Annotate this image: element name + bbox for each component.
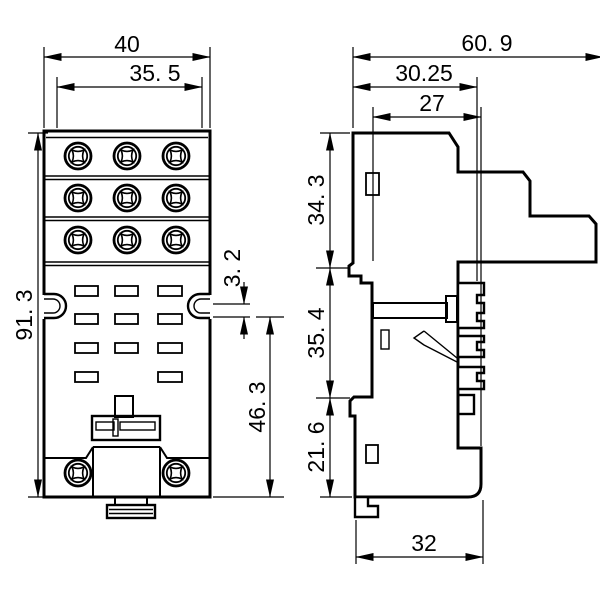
vent-slot xyxy=(157,285,183,297)
vent-slot xyxy=(74,313,99,325)
vent-slot xyxy=(157,313,183,325)
bottom-shelf-left xyxy=(44,446,94,459)
screw-terminal xyxy=(161,183,191,213)
vent-slot xyxy=(157,371,183,383)
connector-contact-1 xyxy=(456,281,486,330)
screw-terminal xyxy=(161,458,191,488)
terminal-row-separator xyxy=(45,261,209,267)
dim-label-middle-height: 35. 4 xyxy=(303,307,329,358)
screw-terminal xyxy=(63,183,93,213)
side-dimensions: 60. 9 30.25 27 34. 3 35. 4 21. 6 32 xyxy=(303,30,600,564)
vent-slot xyxy=(74,371,99,383)
dim-label-terminal-width: 35. 5 xyxy=(129,60,180,86)
vent-slot xyxy=(157,342,183,354)
inner-slot xyxy=(380,329,390,350)
din-notch-left-inner xyxy=(44,298,61,314)
dim-label-lower-section: 46. 3 xyxy=(244,381,270,432)
front-dimensions: 40 35. 5 91. 3 3. 2 46. 3 xyxy=(11,31,284,498)
side-view xyxy=(347,131,598,519)
clip-center-bar xyxy=(112,418,119,437)
din-notch-right-inner xyxy=(193,298,210,314)
mount-tab-lines xyxy=(109,508,153,515)
screw-terminal xyxy=(161,141,191,171)
screw-terminal xyxy=(112,225,142,255)
dim-label-lower-height: 21. 6 xyxy=(303,421,329,472)
dim-label-overall-depth: 60. 9 xyxy=(461,30,512,56)
connector-contact-4 xyxy=(456,393,476,416)
dim-label-mount-notch: 3. 2 xyxy=(219,249,245,287)
connector-contact-2 xyxy=(456,334,486,359)
din-notch-left xyxy=(44,292,68,320)
dim-label-overall-height: 91. 3 xyxy=(11,289,37,340)
terminal-row-separator xyxy=(45,175,209,181)
vent-slot xyxy=(74,342,99,354)
dim-label-upper-height: 34. 3 xyxy=(303,174,329,225)
screw-terminal xyxy=(112,141,142,171)
vent-slot xyxy=(114,342,139,354)
clip-body xyxy=(90,414,162,442)
dim-label-base-depth: 32 xyxy=(411,530,437,556)
side-profile-outline xyxy=(347,131,598,499)
screw-terminal xyxy=(63,225,93,255)
dim-label-overall-width: 40 xyxy=(114,31,140,57)
notch-gap-left xyxy=(41,295,47,319)
notch-gap-right xyxy=(207,295,213,319)
clip-slot-right xyxy=(119,421,156,431)
dim-label-upper-depth: 30.25 xyxy=(395,60,453,86)
terminal-row-separator xyxy=(45,216,209,222)
screw-terminal xyxy=(112,183,142,213)
screw-terminal xyxy=(63,458,93,488)
mount-tab-lower xyxy=(105,503,157,520)
screw-terminal xyxy=(161,225,191,255)
screw-terminal xyxy=(63,141,93,171)
lower-retainer-slot xyxy=(365,444,379,464)
clip-slot-left xyxy=(95,421,115,431)
marking-clip xyxy=(90,395,162,442)
vent-slot xyxy=(114,313,139,325)
bottom-shelf-right xyxy=(159,446,210,459)
vent-slot-grid xyxy=(74,285,183,383)
front-view xyxy=(41,129,213,520)
ext-line-body-depth xyxy=(372,107,482,446)
connector-contact-3 xyxy=(456,365,486,391)
mounting-foot xyxy=(353,495,380,519)
dim-label-body-depth: 27 xyxy=(419,90,445,116)
vent-slot xyxy=(74,285,99,297)
din-notch-right xyxy=(186,292,210,320)
vent-slot xyxy=(114,285,139,297)
release-lever xyxy=(412,330,458,363)
